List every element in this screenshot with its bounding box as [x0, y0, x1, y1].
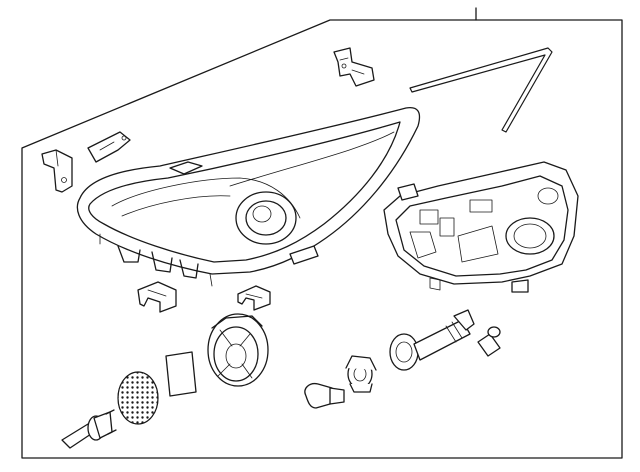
upper-mount-bracket [333, 47, 375, 87]
side-marker-bulb [477, 326, 501, 357]
headlamp-assembly [76, 106, 421, 287]
wire-rod [409, 47, 553, 133]
diagram-frame [21, 7, 623, 459]
mesh-cover [117, 371, 159, 425]
small-bracket [87, 131, 131, 163]
rear-housing [383, 161, 579, 293]
left-mount-bracket [41, 149, 73, 193]
ballast-socket [389, 309, 475, 371]
bulb-socket [345, 355, 377, 393]
gasket [165, 351, 197, 397]
hid-bulb [61, 409, 117, 449]
turn-signal-bulb [304, 382, 345, 409]
retainer-clip-right [237, 285, 271, 311]
dust-cap [207, 313, 269, 387]
retainer-clip-left [137, 281, 177, 313]
